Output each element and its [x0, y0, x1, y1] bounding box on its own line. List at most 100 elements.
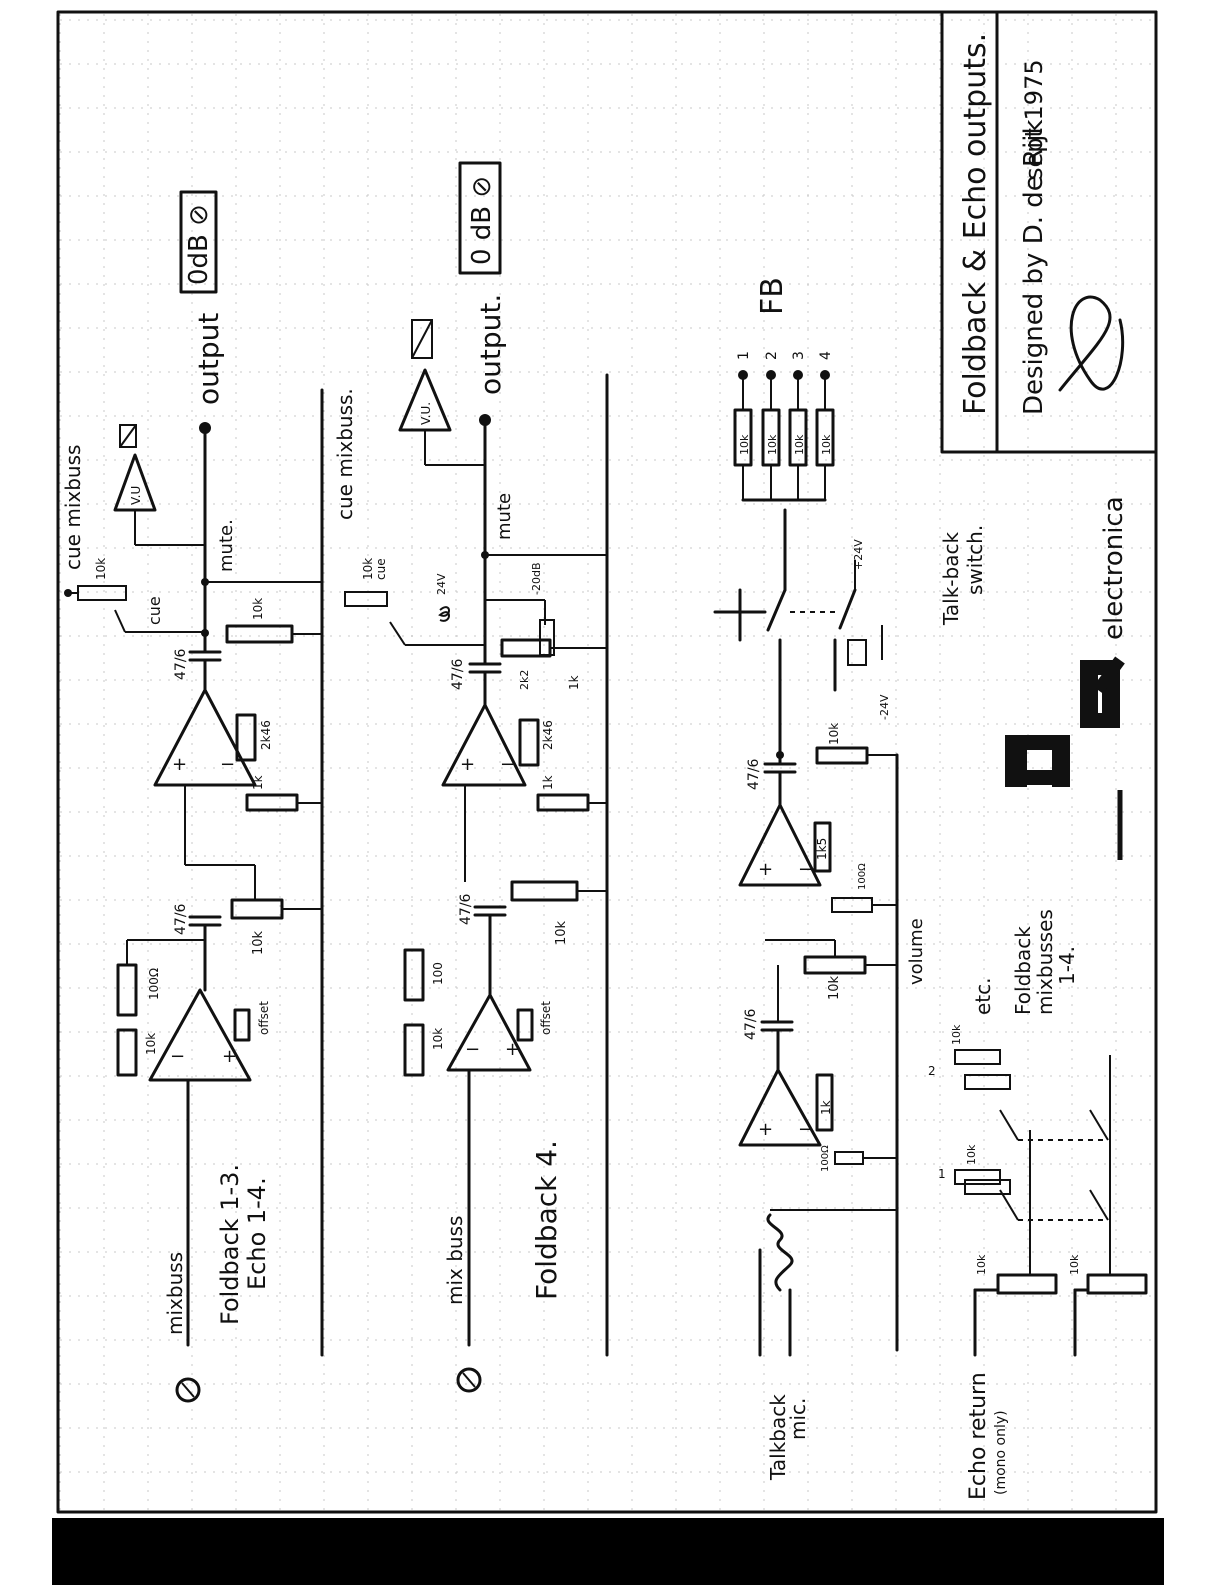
svg-text:1: 1	[938, 1167, 946, 1181]
section-foldback-1-3: − + 100Ω 10k offset 47/6 10k + − 2k46 1k	[61, 190, 357, 1403]
svg-text:2: 2	[928, 1064, 936, 1078]
foldback-mixbusses-label: Foldback	[1011, 926, 1035, 1015]
scan-bottom-band	[52, 1518, 1164, 1585]
designer-signature	[1058, 295, 1125, 392]
svg-text:cue: cue	[374, 558, 388, 580]
svg-text:10k: 10k	[766, 434, 779, 455]
svg-text:(mono only): (mono only)	[993, 1410, 1009, 1495]
svg-text:−: −	[798, 859, 813, 880]
svg-text:mixbusses: mixbusses	[1033, 909, 1057, 1015]
output-opamp	[153, 688, 257, 787]
svg-text:10k: 10k	[738, 434, 751, 455]
svg-text:offset: offset	[257, 1001, 271, 1035]
svg-text:2k46: 2k46	[541, 720, 555, 750]
mixbuss-label-2: mix buss	[443, 1216, 467, 1305]
svg-text:10k: 10k	[793, 434, 806, 455]
input-terminal-2	[456, 1367, 482, 1393]
svg-text:+24V: +24V	[852, 539, 865, 570]
svg-text:2k2: 2k2	[518, 670, 531, 690]
svg-text:mute: mute	[494, 493, 515, 540]
svg-text:+: +	[222, 1046, 237, 1067]
svg-text:+: +	[172, 754, 187, 775]
svg-text:cue mixbuss.: cue mixbuss.	[333, 388, 357, 520]
svg-text:47/6: 47/6	[450, 658, 466, 690]
svg-text:−: −	[465, 1039, 480, 1060]
svg-text:etc.: etc.	[971, 978, 995, 1016]
svg-text:47/6: 47/6	[173, 648, 189, 680]
level-badge-2	[458, 161, 502, 275]
svg-text:2: 2	[764, 351, 780, 360]
relay-coil	[438, 606, 450, 622]
mixbuss-label: mixbuss	[163, 1252, 187, 1335]
svg-text:10k: 10k	[827, 975, 842, 1000]
input-opamp	[148, 988, 252, 1082]
level-badge	[179, 190, 218, 294]
svg-text:10k: 10k	[965, 1144, 978, 1165]
title-text: Foldback & Echo outputs.	[958, 33, 993, 415]
section-talkback: + − 1k 100Ω 47/6 10k volume + − 1k5 100Ω…	[713, 277, 987, 1481]
svg-text:mic.: mic.	[786, 1398, 810, 1440]
svg-text:100Ω: 100Ω	[147, 968, 161, 1000]
fb-label: FB	[755, 277, 790, 315]
svg-text:10k: 10k	[827, 723, 841, 745]
title-block-frame	[940, 10, 1158, 454]
svg-text:offset: offset	[539, 1001, 553, 1035]
svg-text:47/6: 47/6	[746, 758, 762, 790]
svg-text:1k: 1k	[567, 675, 581, 690]
output-label-2: output.	[474, 294, 507, 395]
svg-text:10k: 10k	[251, 930, 266, 955]
svg-text:2k46: 2k46	[259, 720, 273, 750]
cue-mixbuss-label: cue mixbuss	[61, 445, 85, 570]
feedback-resistor	[116, 963, 138, 1017]
talkback-amp	[738, 803, 822, 887]
svg-text:10k: 10k	[361, 558, 375, 580]
svg-text:+: +	[758, 859, 773, 880]
svg-text:+: +	[505, 1039, 520, 1060]
svg-text:10k: 10k	[431, 1028, 445, 1050]
company-logo: electronica	[1005, 496, 1129, 860]
svg-text:1k5: 1k5	[815, 838, 829, 860]
echo-return-label: Echo return	[966, 1372, 991, 1500]
svg-text:-24V: -24V	[878, 694, 891, 720]
svg-text:−: −	[798, 1119, 813, 1140]
section-foldback-4: − + 100 10k offset 47/6 10k + − 2k46 1k …	[344, 161, 609, 1393]
svg-text:-20dB: -20dB	[530, 563, 543, 596]
talkback-mic-label: Talkback	[766, 1394, 790, 1481]
vu-meter-icon-2	[411, 319, 433, 359]
svg-text:−: −	[170, 1046, 185, 1067]
feedback-resistor-2	[235, 713, 257, 762]
svg-text:47/6: 47/6	[458, 893, 474, 925]
svg-text:V.U.: V.U.	[419, 402, 433, 425]
svg-text:0dB ⊘: 0dB ⊘	[184, 204, 214, 285]
svg-text:10k: 10k	[950, 1024, 963, 1045]
volume-pot-3	[803, 955, 867, 975]
svg-text:10k: 10k	[144, 1033, 158, 1055]
svg-text:cue: cue	[145, 596, 164, 625]
svg-text:1k: 1k	[251, 775, 265, 790]
svg-text:−: −	[500, 754, 515, 775]
svg-text:47/6: 47/6	[173, 903, 189, 935]
mute-label: mute.	[216, 519, 237, 572]
output-terminal	[199, 422, 211, 434]
output-opamp-2	[441, 703, 527, 787]
echo-return-pot-1	[996, 1273, 1058, 1295]
svg-text:10k: 10k	[820, 434, 833, 455]
svg-text:4: 4	[818, 351, 834, 360]
section-echo-return: 10k 10k 10k 10k 1 2 etc. Foldback mixbus…	[928, 909, 1148, 1500]
volume-label: volume	[906, 918, 927, 985]
svg-text:+: +	[460, 754, 475, 775]
svg-text:0 dB ⊘: 0 dB ⊘	[467, 176, 497, 265]
section-title-foldback: Foldback 1-3.	[216, 1164, 244, 1325]
input-terminal	[175, 1377, 201, 1403]
svg-text:100Ω: 100Ω	[820, 1145, 831, 1172]
svg-text:1k: 1k	[819, 1100, 833, 1115]
date-text: sept 1975	[1020, 59, 1048, 180]
svg-text:3: 3	[791, 351, 807, 360]
svg-text:10k: 10k	[94, 558, 108, 580]
svg-text:switch.: switch.	[963, 525, 987, 595]
svg-text:V.U: V.U	[129, 486, 143, 505]
svg-text:24V: 24V	[435, 573, 448, 595]
offset-trimmer	[233, 1008, 251, 1042]
